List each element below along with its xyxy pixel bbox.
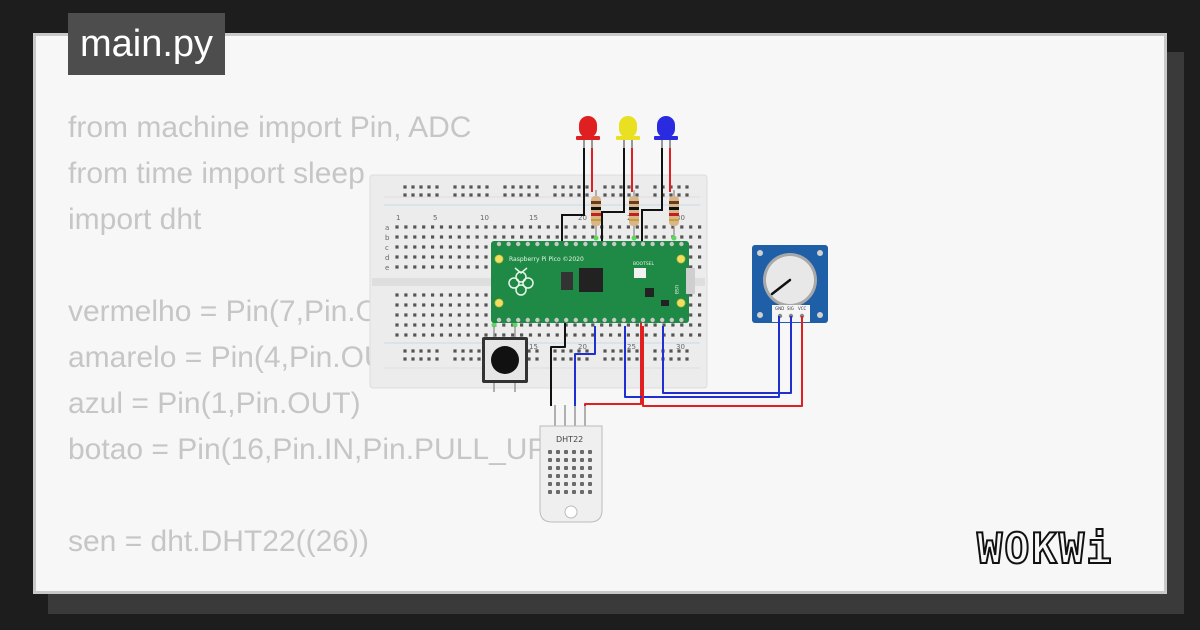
col-num: 20 <box>578 343 587 351</box>
led-red[interactable] <box>576 116 600 152</box>
row-letter: b <box>385 234 390 242</box>
raspberry-logo-icon <box>508 267 534 296</box>
usb-label: USB <box>673 285 679 294</box>
col-num: 25 <box>627 343 636 351</box>
wire-dht-data <box>574 326 596 406</box>
row-letter: c <box>385 244 389 252</box>
col-num: 5 <box>433 214 437 222</box>
pushbutton[interactable] <box>482 326 528 392</box>
code-preview: from machine import Pin, ADC from time im… <box>68 105 557 565</box>
led-wires <box>561 148 671 244</box>
col-num: 1 <box>396 214 400 222</box>
resistor-pin-markers <box>491 235 677 328</box>
bootsel-button[interactable] <box>634 268 646 278</box>
code-line: from time import sleep <box>68 157 365 190</box>
wire-pot-sig <box>662 316 792 394</box>
col-num: 10 <box>480 214 489 222</box>
dht22-sensor[interactable]: DHT22 <box>539 405 603 523</box>
flash-chip <box>561 272 573 290</box>
dht22-label: DHT22 <box>556 435 583 444</box>
code-line: from machine import Pin, ADC <box>68 111 472 144</box>
dht-vent-grid <box>548 450 592 494</box>
col-num: 30 <box>676 343 685 351</box>
raspberry-pi-pico[interactable]: Raspberry Pi Pico ©2020 BOOTSEL USB <box>491 241 695 323</box>
led-yellow[interactable] <box>616 116 640 152</box>
mount-hole <box>676 254 686 264</box>
wire-dht-gnd <box>550 323 566 406</box>
row-letter: a <box>385 224 389 232</box>
knob-pointer <box>770 278 792 296</box>
resistor-3[interactable] <box>669 190 679 236</box>
pico-pins <box>496 241 684 323</box>
pot-pin-label: SIG <box>787 306 794 311</box>
code-line: azul = Pin(1,Pin.OUT) <box>68 387 361 420</box>
code-line: import dht <box>68 203 202 236</box>
wokwi-logo: WOKWi <box>976 523 1113 574</box>
regulator <box>645 288 654 297</box>
wire-pot-gnd <box>624 316 780 398</box>
bootsel-label: BOOTSEL <box>633 261 655 267</box>
mount-hole <box>676 298 686 308</box>
col-num: 15 <box>529 343 538 351</box>
potentiometer[interactable]: GND SIG VCC <box>752 245 828 323</box>
file-tab[interactable]: main.py <box>68 13 226 75</box>
mount-hole <box>494 298 504 308</box>
col-num: 20 <box>578 214 587 222</box>
resistor-1[interactable] <box>591 190 601 236</box>
wires <box>550 316 803 407</box>
smd-part <box>661 300 669 306</box>
row-letter: d <box>385 254 389 262</box>
mount-hole <box>494 254 504 264</box>
resistor-2[interactable] <box>629 190 639 236</box>
row-letter: e <box>385 264 389 272</box>
led-blue[interactable] <box>654 116 678 152</box>
wire-dht-vcc <box>584 323 642 406</box>
usb-port[interactable] <box>686 268 695 294</box>
wire-pot-vcc <box>642 316 803 407</box>
col-num: 30 <box>676 214 685 222</box>
col-num: 15 <box>529 214 538 222</box>
rp2040-chip <box>579 268 603 292</box>
code-line: sen = dht.DHT22((26)) <box>68 525 369 558</box>
pot-pin-label: VCC <box>798 306 807 311</box>
wokwi-logo-text: WOKWi <box>977 524 1113 573</box>
pot-pin-label: GND <box>775 306 784 311</box>
dht-mount-hole <box>564 505 578 519</box>
code-line: botao = Pin(16,Pin.IN,Pin.PULL_UP) <box>68 433 558 466</box>
pico-label: Raspberry Pi Pico ©2020 <box>509 256 584 263</box>
